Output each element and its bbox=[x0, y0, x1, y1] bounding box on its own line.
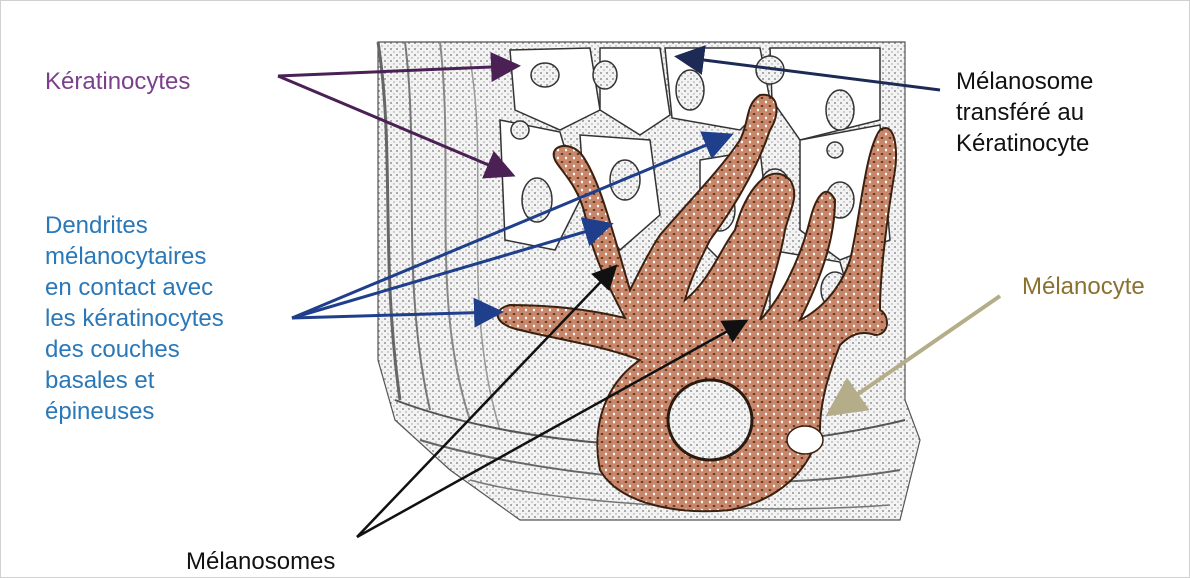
melanocyte-nucleus bbox=[668, 380, 752, 460]
melanosomes-label: Mélanosomes bbox=[186, 546, 335, 577]
melanosome-transfer-label: Mélanosome transféré au Kératinocyte bbox=[956, 66, 1093, 159]
dendrites-label: Dendrites mélanocytaires en contact avec… bbox=[45, 210, 224, 427]
keratinocytes-label: Kératinocytes bbox=[45, 66, 190, 97]
melanocyte-label: Mélanocyte bbox=[1022, 271, 1145, 302]
